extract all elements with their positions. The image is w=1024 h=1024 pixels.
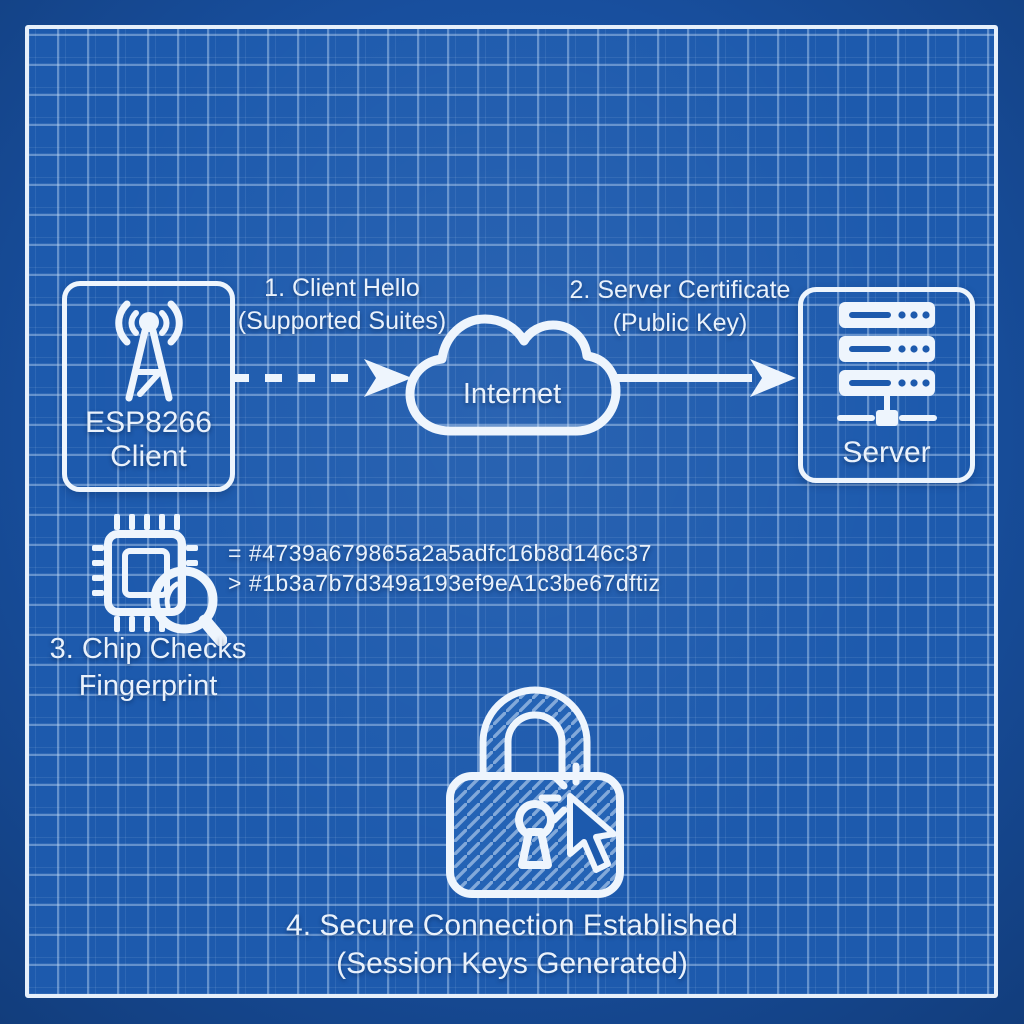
step4-label-line2: (Session Keys Generated): [336, 947, 688, 980]
internet-label: Internet: [462, 378, 562, 410]
client-node: ESP8266 Client: [62, 281, 235, 492]
fingerprint-hashes: = #4739a679865a2a5adfc16b8d146c37 > #1b3…: [228, 538, 661, 598]
cloud-icon: [405, 314, 621, 436]
step3-label-line2: Fingerprint: [78, 670, 218, 702]
step2-label-line2: (Public Key): [612, 309, 748, 337]
expected-hash: = #4739a679865a2a5adfc16b8d146c37: [228, 540, 652, 566]
blueprint-frame: [25, 25, 998, 998]
computed-hash: > #1b3a7b7d349a193ef9eA1c3be67dftiz: [228, 570, 661, 596]
server-icon: [836, 302, 937, 426]
cursor-icon: [567, 793, 617, 873]
chip-magnifier-icon: [92, 514, 227, 647]
click-burst: [538, 762, 580, 824]
internet-to-server-arrow: [614, 359, 796, 397]
server-label: Server: [842, 436, 931, 469]
client-to-internet-arrow: [232, 359, 412, 397]
padlock-cursor-icon: [446, 686, 624, 898]
antenna-icon: [114, 300, 183, 402]
step4-label: 4. Secure Connection Established (Sessio…: [212, 907, 812, 983]
step1-label-line1: 1. Client Hello: [264, 274, 420, 302]
server-node: Server: [798, 287, 975, 483]
step1-label-line2: (Supported Suites): [237, 307, 447, 335]
client-label-line2: Client: [110, 440, 187, 473]
step3-label-line1: 3. Chip Checks: [49, 633, 247, 665]
step3-label: 3. Chip Checks Fingerprint: [18, 631, 278, 705]
client-label-line1: ESP8266: [85, 406, 212, 439]
step2-label: 2. Server Certificate (Public Key): [560, 274, 800, 340]
step1-label: 1. Client Hello (Supported Suites): [222, 272, 462, 338]
step4-label-line1: 4. Secure Connection Established: [286, 909, 738, 942]
step2-label-line1: 2. Server Certificate: [569, 276, 791, 304]
